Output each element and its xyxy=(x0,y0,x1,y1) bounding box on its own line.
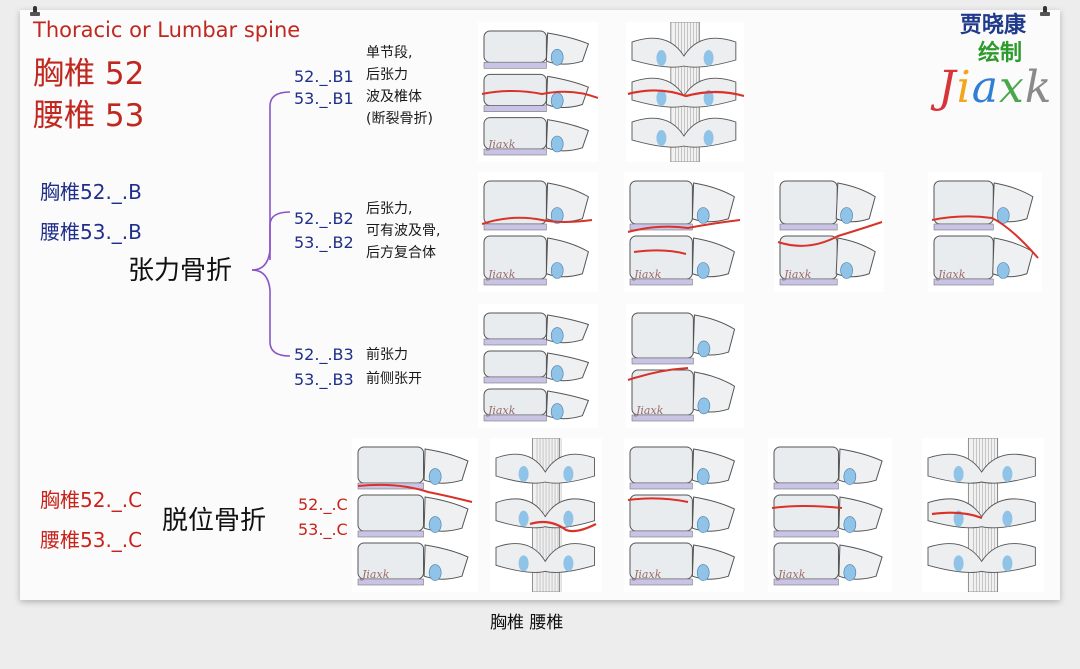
subtitle: Thoracic or Lumbar spine xyxy=(33,18,301,42)
thoracic-code: 胸椎 52 xyxy=(33,56,145,92)
footer-caption: 胸椎 腰椎 xyxy=(490,613,564,633)
branch-b-thoracic: 胸椎52._.B xyxy=(40,180,142,204)
b2-lumbar-code: 53._.B2 xyxy=(294,233,354,252)
svg-text:Jiaxk: Jiaxk xyxy=(632,268,662,281)
b3-desc-2: 前侧张开 xyxy=(366,371,422,387)
spine-b1-lateral-illustration: Jiaxk xyxy=(478,22,598,162)
logo-letter: x xyxy=(998,62,1025,113)
svg-text:Jiaxk: Jiaxk xyxy=(486,268,516,281)
pin-left-icon xyxy=(30,6,40,20)
svg-text:Jiaxk: Jiaxk xyxy=(634,404,664,417)
c-lumbar-code: 53._.C xyxy=(298,520,348,539)
logo-drawn: 绘制 xyxy=(978,41,1023,66)
logo-letter: J xyxy=(938,62,957,113)
lumbar-code: 腰椎 53 xyxy=(33,98,145,134)
spine-c-e-illustration xyxy=(922,438,1044,592)
spine-b2-c-illustration: Jiaxk xyxy=(774,172,884,292)
svg-text:Jiaxk: Jiaxk xyxy=(632,568,662,581)
b1-desc-2: 后张力 xyxy=(366,67,408,83)
spine-b1-posterior-illustration xyxy=(626,22,744,162)
b1-desc-3: 波及椎体 xyxy=(366,89,422,105)
b1-lumbar-code: 53._.B1 xyxy=(294,89,354,108)
spine-c-a-illustration: Jiaxk xyxy=(352,438,478,592)
branch-c-thoracic: 胸椎52._.C xyxy=(40,488,143,512)
spine-b3-b-illustration: Jiaxk xyxy=(626,304,744,428)
svg-text:Jiaxk: Jiaxk xyxy=(782,268,812,281)
branch-b-lumbar: 腰椎53._.B xyxy=(40,220,142,244)
b1-desc-4: (断裂骨折) xyxy=(366,111,433,127)
spine-c-c-illustration: Jiaxk xyxy=(624,438,744,592)
b2-thoracic-code: 52._.B2 xyxy=(294,209,354,228)
spine-b3-a-illustration: Jiaxk xyxy=(478,304,598,428)
spine-c-b-illustration xyxy=(490,438,602,592)
b2-desc-3: 后方复合体 xyxy=(366,245,436,261)
spine-c-d-illustration: Jiaxk xyxy=(768,438,892,592)
branch-b-bracket xyxy=(251,91,291,357)
c-thoracic-code: 52._.C xyxy=(298,495,348,514)
svg-text:Jiaxk: Jiaxk xyxy=(486,138,516,151)
logo-letter: a xyxy=(971,62,999,113)
logo-author: 贾晓康 xyxy=(960,13,1027,38)
svg-text:Jiaxk: Jiaxk xyxy=(360,568,390,581)
branch-b-group-label: 张力骨折 xyxy=(128,256,233,286)
spine-b2-a-illustration: Jiaxk xyxy=(478,172,598,292)
pin-right-icon xyxy=(1040,6,1050,20)
logo-letter: i xyxy=(956,62,972,113)
spine-b2-d-illustration: Jiaxk xyxy=(928,172,1042,292)
logo-signature: Jiaxk xyxy=(938,62,1052,113)
svg-text:Jiaxk: Jiaxk xyxy=(936,268,966,281)
spine-b2-b-illustration: Jiaxk xyxy=(624,172,744,292)
branch-c-lumbar: 腰椎53._.C xyxy=(40,528,143,552)
b2-desc-2: 可有波及骨, xyxy=(366,223,441,239)
b3-lumbar-code: 53._.B3 xyxy=(294,370,354,389)
b2-desc-1: 后张力, xyxy=(366,201,413,217)
svg-text:Jiaxk: Jiaxk xyxy=(486,404,516,417)
b1-desc-1: 单节段, xyxy=(366,45,413,61)
svg-text:Jiaxk: Jiaxk xyxy=(776,568,806,581)
b3-thoracic-code: 52._.B3 xyxy=(294,345,354,364)
b3-desc-1: 前张力 xyxy=(366,347,408,363)
logo-letter: k xyxy=(1024,62,1053,113)
branch-c-group-label: 脱位骨折 xyxy=(162,506,267,536)
b1-thoracic-code: 52._.B1 xyxy=(294,67,354,86)
